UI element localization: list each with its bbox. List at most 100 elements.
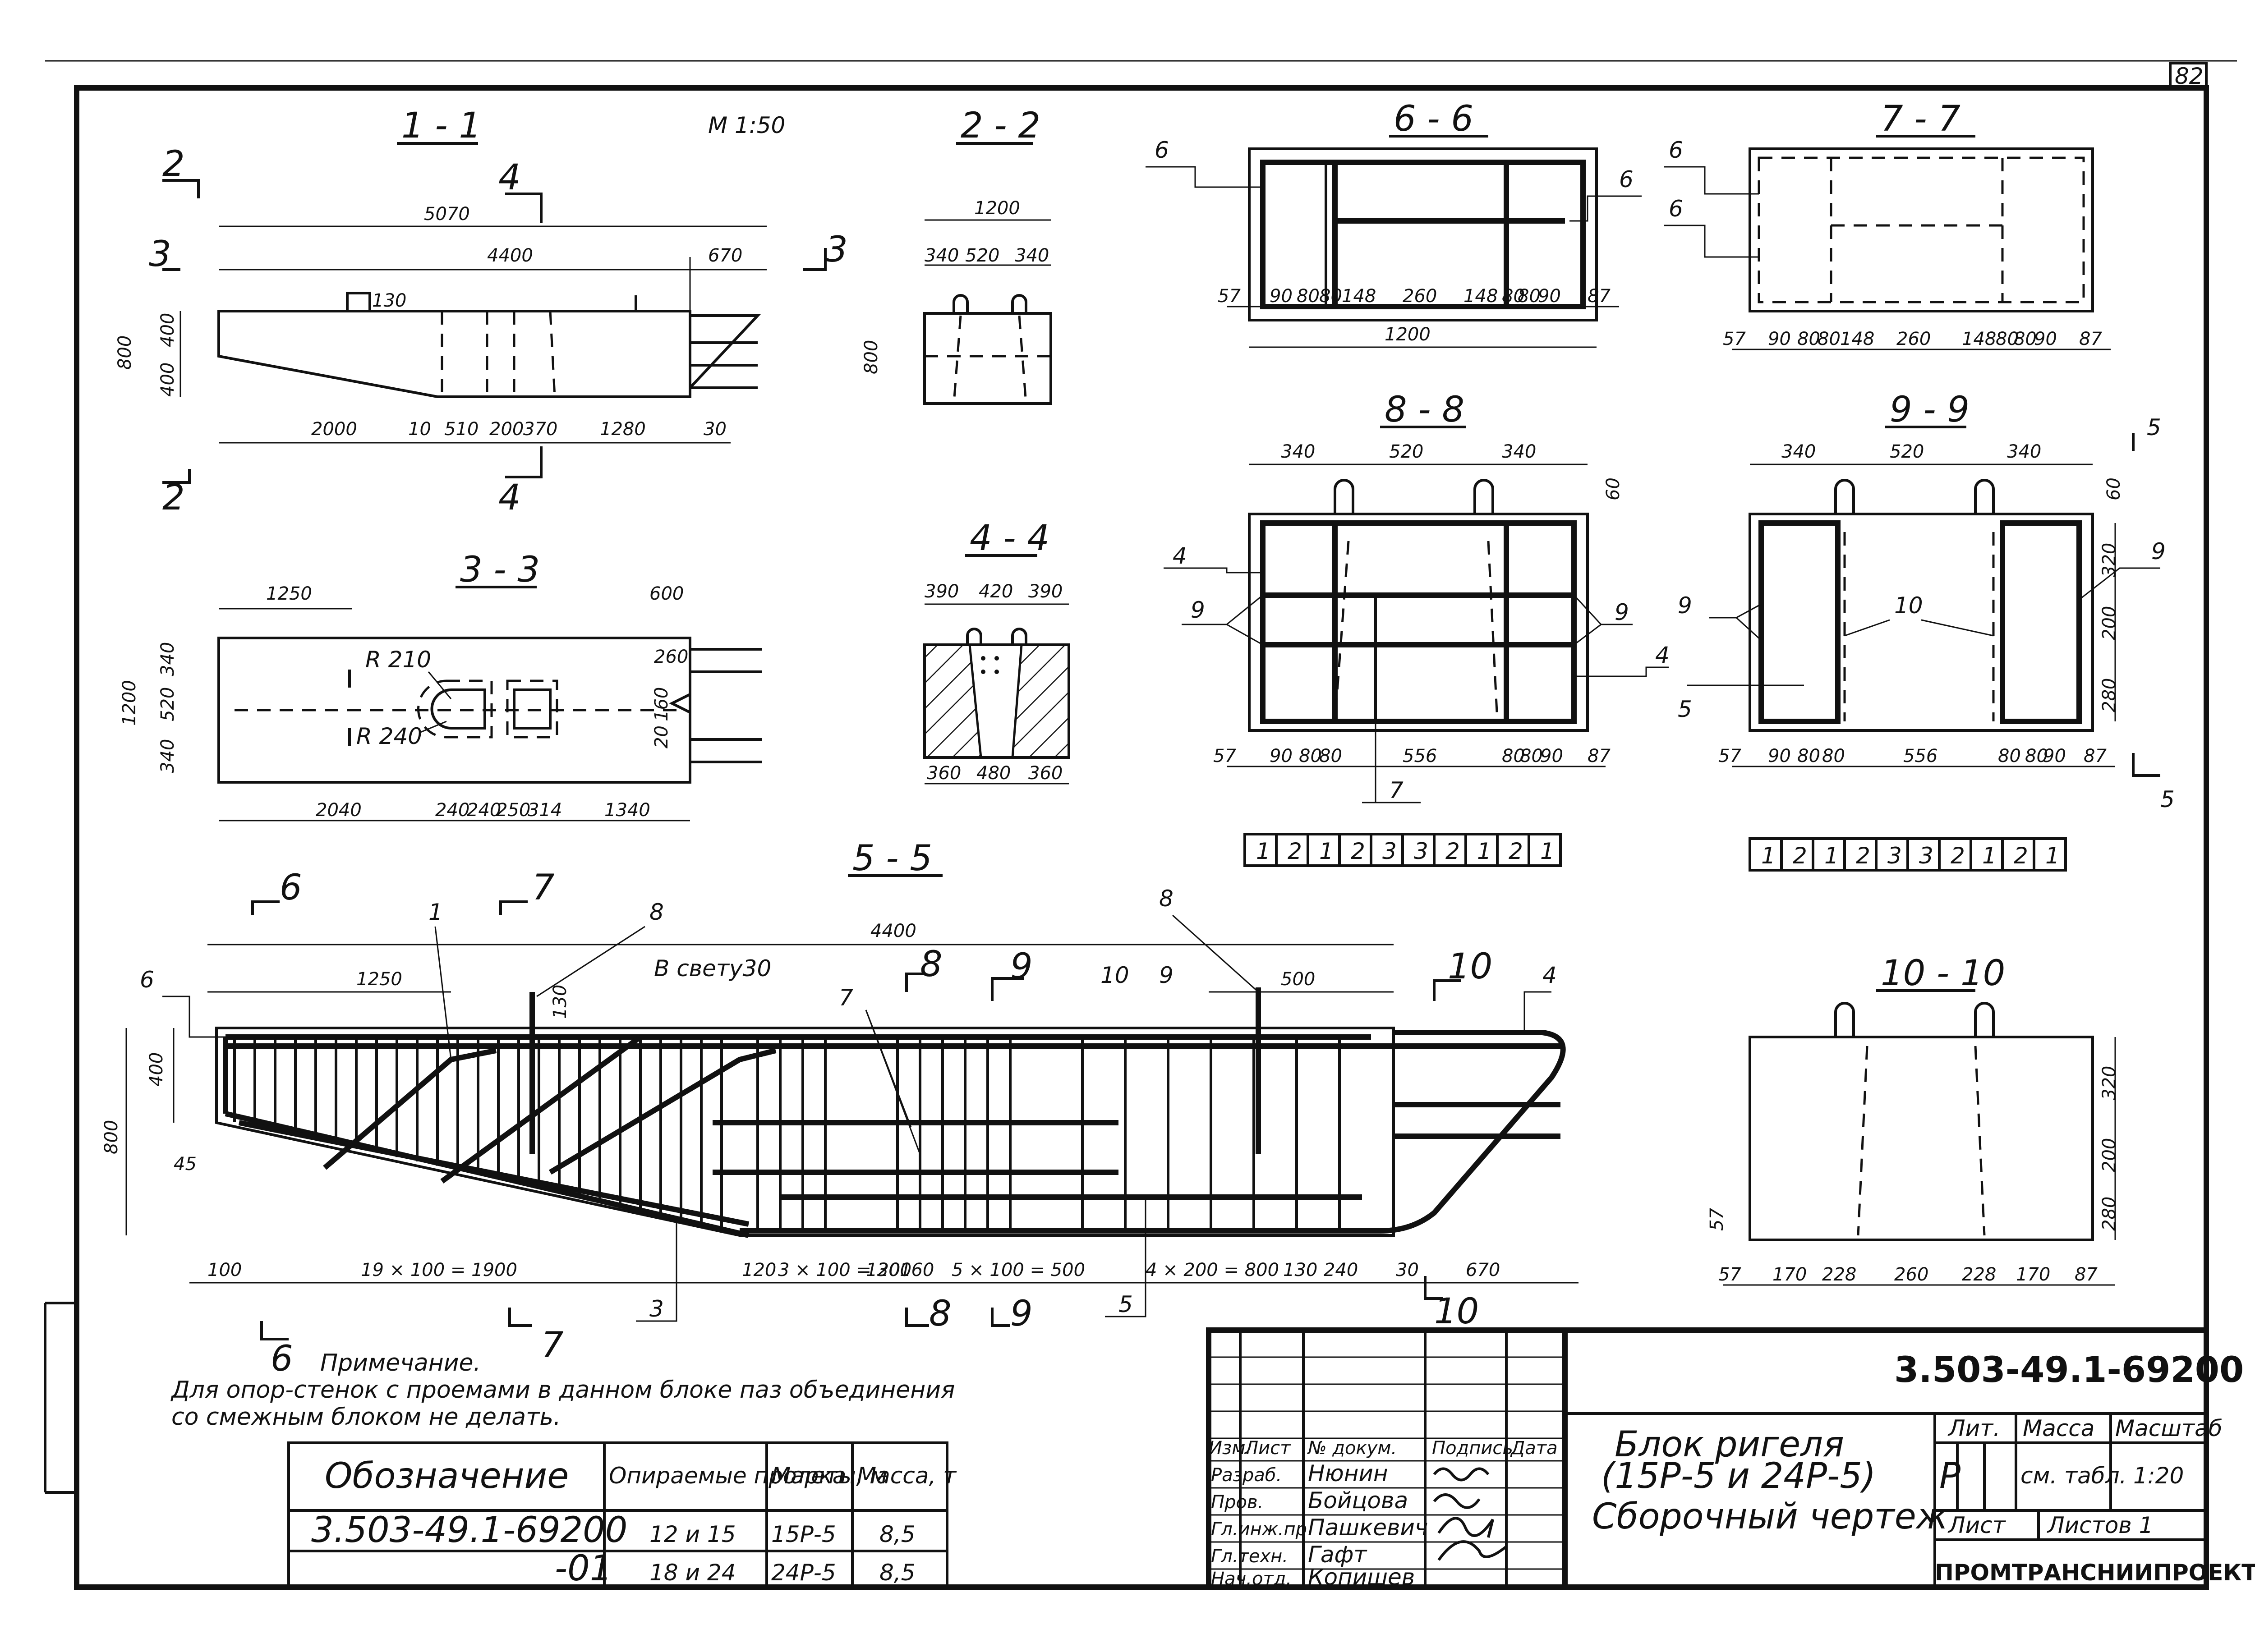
- staff-name-4: Гафт: [1308, 1542, 1367, 1568]
- col-sign: Подпись: [1432, 1438, 1513, 1459]
- dim-b-670: 670: [1466, 1260, 1500, 1280]
- d77-260: 260: [1896, 329, 1931, 349]
- dim-360-r: 360: [1028, 763, 1063, 784]
- dim-340-l: 340: [925, 245, 959, 266]
- section-1-1: 1 - 1 М 1:50 5070 4400 670 2 2 3 3 4 4 1…: [115, 106, 848, 518]
- pos-7: 7: [839, 985, 853, 1011]
- spec-row-2-spans: 18 и 24: [649, 1560, 736, 1586]
- pos-8-b: 8: [1159, 886, 1174, 912]
- d66-90a: 90: [1270, 286, 1293, 307]
- cell-label: 2: [1351, 838, 1365, 864]
- col-izm: Изм.: [1209, 1438, 1251, 1459]
- d77-80a: 80: [1797, 329, 1820, 349]
- dim-480: 480: [976, 763, 1011, 784]
- dim-b-120a: 120: [742, 1260, 776, 1280]
- d99-320: 320: [2099, 543, 2120, 577]
- dim-5070: 5070: [424, 204, 470, 225]
- radius-240: R 240: [356, 723, 422, 749]
- d77-57: 57: [1723, 329, 1746, 349]
- d77-87: 87: [2079, 329, 2102, 349]
- signature-4: [1437, 1540, 1507, 1561]
- label-6-a: 6: [1155, 137, 1169, 163]
- d88-57: 57: [1213, 746, 1236, 766]
- d88-60: 60: [1603, 477, 1624, 500]
- section-title-10-10: 10 - 10: [1881, 953, 2005, 994]
- dim-500-55: 500: [1281, 969, 1315, 990]
- dim-400-bottom: 400: [157, 363, 178, 397]
- dim-b-500: 5 × 100 = 500: [952, 1260, 1085, 1280]
- dim-340-r: 340: [1015, 245, 1049, 266]
- dim-520: 520: [965, 245, 999, 266]
- dim-130-55: 130: [550, 985, 571, 1019]
- dim-b-120b: 120: [866, 1260, 900, 1280]
- d1010-200: 200: [2099, 1138, 2120, 1172]
- dim-2040: 2040: [316, 800, 362, 821]
- label-99-9b: 9: [2151, 538, 2166, 564]
- label-7-6a: 6: [1669, 137, 1683, 163]
- d99-80c: 80: [1998, 746, 2021, 766]
- d99-556: 556: [1903, 746, 1937, 766]
- d99-87: 87: [2084, 746, 2107, 766]
- cell-label: 1: [1477, 838, 1491, 864]
- label-88-9b: 9: [1615, 599, 1629, 625]
- spec-row-1-mark: 15Р-5: [771, 1521, 836, 1547]
- d88-340a: 340: [1281, 441, 1315, 462]
- pos-10: 10: [1100, 962, 1129, 988]
- spec-row-2-mark: 24Р-5: [771, 1560, 836, 1586]
- spec-row-1-mass: 8,5: [879, 1521, 916, 1547]
- pos-1: 1: [428, 899, 443, 925]
- label-99-5-top: 5: [2147, 414, 2161, 441]
- dim-1250-55: 1250: [356, 969, 402, 990]
- staff-name-1: Нюнин: [1308, 1460, 1388, 1487]
- cut-7-bottom: 7: [541, 1325, 564, 1366]
- d77-148b: 148: [1962, 329, 1996, 349]
- cut-6-top: 6: [280, 867, 302, 908]
- dim-1340: 1340: [604, 800, 650, 821]
- dim-4400: 4400: [487, 245, 533, 266]
- dim-260-33: 260: [654, 647, 688, 667]
- d77-80d: 80: [2014, 329, 2037, 349]
- dim-800: 800: [115, 335, 135, 370]
- d77-90a: 90: [1768, 329, 1791, 349]
- sheet-frame: 82: [44, 60, 2237, 1590]
- dim-1200: 1200: [974, 198, 1020, 219]
- cut-4-top: 4: [498, 157, 521, 198]
- cut-4-bottom: 4: [498, 477, 521, 518]
- cut-9-top: 9: [1010, 946, 1033, 987]
- cell-label: 3: [1887, 843, 1902, 869]
- doc-name-line-3: Сборочный чертеж: [1592, 1496, 1948, 1537]
- doc-code: 3.503-49.1-69200 СБ: [1894, 1350, 2255, 1390]
- cut-2-bottom: 2: [162, 477, 185, 518]
- staff-name-5: Копишев: [1308, 1564, 1415, 1590]
- dim-200: 200: [489, 419, 524, 440]
- cut-10-top: 10: [1448, 946, 1492, 987]
- title-block-grid: [1209, 1330, 1565, 1587]
- dim-314: 314: [528, 800, 562, 821]
- dim-b-300: 3 × 100 = 300: [778, 1260, 911, 1280]
- cell-label: 1: [1256, 838, 1270, 864]
- dim-b-800: 4 × 200 = 800: [1146, 1260, 1279, 1280]
- dim-160-33: 160: [651, 687, 672, 721]
- cell-label: 3: [1919, 843, 1933, 869]
- dim-800-55: 800: [101, 1120, 122, 1154]
- mass-label: Масса: [2023, 1415, 2094, 1441]
- spec-header-spans: Опираемые пролеты, м: [609, 1463, 887, 1489]
- dim-510: 510: [444, 419, 479, 440]
- spec-row-1-spans: 12 и 15: [649, 1521, 736, 1547]
- d1010-280: 280: [2099, 1197, 2120, 1231]
- section-title-2-2: 2 - 2: [961, 106, 1040, 146]
- d1010-57v: 57: [1707, 1208, 1727, 1231]
- dim-670: 670: [708, 245, 742, 266]
- dim-340-33b: 340: [157, 739, 178, 773]
- d99-90b: 90: [2043, 746, 2066, 766]
- d99-90a: 90: [1768, 746, 1791, 766]
- label-99-5: 5: [1678, 696, 1692, 722]
- title-block: 3.503-49.1-69200 СБ Блок ригеля (15Р-5 и…: [1206, 1327, 2255, 1590]
- cell-label: 1: [1761, 843, 1776, 869]
- section-title-4-4: 4 - 4: [970, 518, 1049, 559]
- pos-8-a: 8: [649, 899, 664, 925]
- d99-60: 60: [2103, 477, 2124, 500]
- staff-name-3: Пашкевич: [1308, 1514, 1428, 1541]
- cell-box: [2033, 837, 2067, 872]
